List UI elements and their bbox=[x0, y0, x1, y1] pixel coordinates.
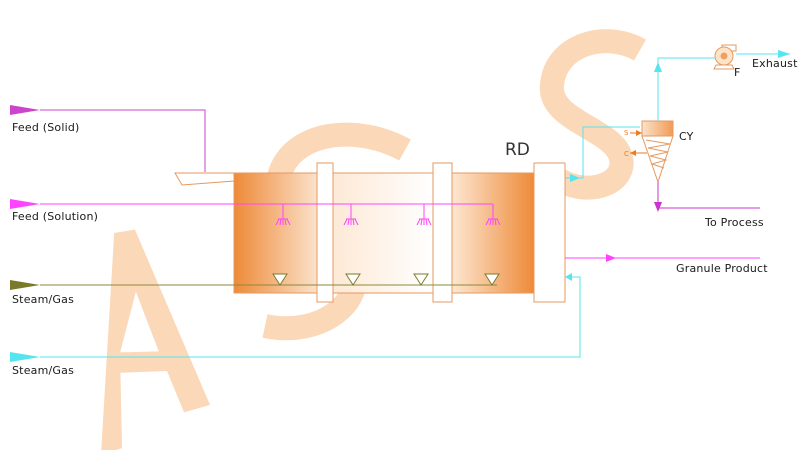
steam-gas-2-arrow bbox=[10, 352, 40, 362]
cyclone-port-c-label: C bbox=[624, 150, 629, 158]
steam-gas-2-line bbox=[40, 276, 581, 358]
cyclone: CY S C bbox=[624, 120, 694, 184]
spray-nozzle-2 bbox=[343, 204, 359, 226]
watermark-letter-s-2 bbox=[539, 29, 646, 200]
spray-nozzles bbox=[275, 204, 501, 226]
cyclone-port-s-label: S bbox=[624, 129, 629, 137]
rotary-dryer: RD bbox=[233, 140, 566, 303]
steam-gas-1-arrow bbox=[10, 280, 40, 290]
fan: F bbox=[713, 44, 741, 79]
spray-nozzle-3 bbox=[416, 204, 432, 226]
dryer-title: RD bbox=[505, 140, 530, 160]
to-process-label: To Process bbox=[704, 216, 764, 229]
feed-solid-label: Feed (Solid) bbox=[12, 121, 80, 134]
steam-gas-1-label: Steam/Gas bbox=[12, 293, 74, 306]
granule-product-arrow bbox=[606, 254, 616, 262]
dryer-ring-1 bbox=[316, 162, 334, 303]
steam-gas-2-inlet-arrow bbox=[565, 273, 572, 281]
feed-solution-arrow bbox=[10, 199, 40, 209]
steam-trap-4 bbox=[484, 273, 500, 286]
feed-solid-stream: Feed (Solid) bbox=[10, 105, 235, 186]
to-process-line bbox=[657, 182, 760, 209]
exhaust-up-line bbox=[657, 57, 716, 121]
dryer-ring-2 bbox=[432, 162, 453, 303]
steam-trap-2 bbox=[345, 273, 361, 286]
feed-solid-line bbox=[40, 109, 206, 172]
steam-gas-stream-2: Steam/Gas bbox=[10, 273, 581, 377]
fan-label: F bbox=[734, 66, 741, 79]
spray-nozzle-4 bbox=[485, 204, 501, 226]
cyclone-barrel bbox=[641, 120, 674, 137]
spray-nozzle-1 bbox=[275, 204, 291, 226]
cyclone-swirl bbox=[645, 139, 671, 169]
offgas-to-cyclone bbox=[565, 126, 640, 182]
watermark-letter-a bbox=[100, 229, 211, 450]
exhaust-up-arrow bbox=[654, 62, 662, 72]
fan-hub bbox=[720, 52, 728, 60]
fan-base bbox=[713, 64, 735, 70]
feed-solid-arrow bbox=[10, 105, 40, 115]
exhaust-arrow bbox=[778, 50, 790, 58]
exhaust-stream: Exhaust bbox=[654, 50, 798, 121]
offgas-arrow bbox=[570, 174, 580, 182]
steam-trap-3 bbox=[413, 273, 429, 286]
dryer-section-left bbox=[233, 172, 318, 294]
cyclone-label: CY bbox=[679, 130, 694, 143]
dryer-end-housing bbox=[533, 162, 566, 303]
dryer-section-middle bbox=[332, 172, 434, 294]
to-process-arrow bbox=[654, 202, 662, 212]
feed-solution-stream: Feed (Solution) bbox=[10, 199, 501, 226]
cyclone-port-c-arrow bbox=[630, 150, 636, 156]
dryer-section-right bbox=[451, 172, 535, 294]
steam-trap-1 bbox=[272, 273, 288, 286]
feed-chute bbox=[174, 172, 235, 186]
cyclone-cone bbox=[641, 135, 674, 184]
steam-gas-stream-1: Steam/Gas bbox=[10, 273, 500, 306]
granule-product-label: Granule Product bbox=[676, 262, 768, 275]
steam-traps bbox=[272, 273, 500, 286]
cyclone-port-s-arrow bbox=[636, 130, 642, 136]
to-process-stream: To Process bbox=[654, 182, 764, 229]
exhaust-label: Exhaust bbox=[752, 57, 798, 70]
granule-product-stream: Granule Product bbox=[565, 254, 768, 275]
feed-solution-label: Feed (Solution) bbox=[12, 210, 98, 223]
steam-gas-2-label: Steam/Gas bbox=[12, 364, 74, 377]
